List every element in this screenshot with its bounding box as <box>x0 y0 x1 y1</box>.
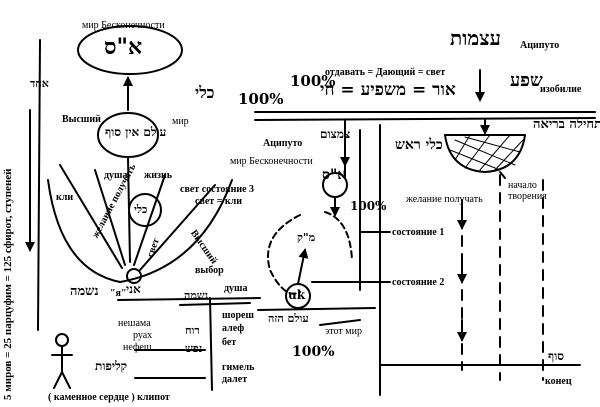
arrow-nachalo <box>499 171 506 179</box>
ray-mid-right <box>133 174 166 266</box>
olam-haze-handwriting: עולם הזה <box>268 312 309 325</box>
label-ya: "я" <box>110 288 127 299</box>
label-mir-beskonechnosti-mid: мир Бесконечности <box>230 156 313 167</box>
percent-100-a: 100% <box>238 90 284 108</box>
label-sostoyanie1: состояние 1 <box>392 227 445 238</box>
tzimtzum-handwriting: צמצום <box>320 127 351 141</box>
ahad-handwriting: אחד <box>30 77 49 90</box>
label-svet-sostoyanie3: свет состояние 3 <box>180 184 255 195</box>
ok-mid-handwriting: א"ס <box>322 167 347 183</box>
basket-kli <box>444 134 526 173</box>
kli-small-circle <box>128 193 162 227</box>
percent-100-b: 100% <box>290 72 336 90</box>
horizontal-line-top2 <box>254 117 596 121</box>
ray-mid-left <box>94 169 126 266</box>
big-arc <box>47 179 233 283</box>
label-etot-mir: этот мир <box>325 326 362 337</box>
label-alef: алеф <box>222 323 245 334</box>
ok-top-handwriting: א"ס <box>104 34 143 60</box>
ein-sof-ellipse <box>77 25 183 75</box>
label-mir: мир <box>172 116 189 127</box>
label-dusha-low: душа <box>224 283 248 294</box>
dashed-cycle <box>267 214 301 295</box>
ruach-handwriting: רוח <box>185 324 200 337</box>
stick-figure-leg-l <box>53 371 63 389</box>
dashed-cycle-right <box>324 211 353 261</box>
ani-handwriting: אני <box>126 282 141 296</box>
uk-handwriting: uk <box>288 288 306 302</box>
kli-big-handwriting: כלי <box>134 203 148 216</box>
atzmuto-handwriting: עצמות <box>450 26 501 50</box>
label-otdavat: отдавать = Дающий = свет <box>325 67 446 78</box>
label-zhizn: жизнь <box>144 170 173 181</box>
label-dusha: душа <box>104 170 128 181</box>
mk-handwriting: מ"ק <box>297 231 316 244</box>
basket-mesh <box>449 134 524 171</box>
left-vertical-line <box>37 39 41 331</box>
olam-ein-sof-handwriting: עולם אין סוף <box>105 125 167 139</box>
label-izobilie: изобилие <box>540 84 582 95</box>
label-neshama: нешама <box>118 318 151 329</box>
etot-mir-line <box>257 307 376 311</box>
ladder-stem <box>209 297 213 391</box>
tehila-handwriting: תחילה בריאה <box>533 117 600 132</box>
nafsh-handwriting: נשמה <box>184 289 209 302</box>
label-vybor: выбор <box>195 265 224 276</box>
kli-top-handwriting: כלי <box>195 83 215 102</box>
nafshi-handwriting: נשמה <box>70 284 99 299</box>
label-sostoyanie2: состояние 2 <box>392 277 445 288</box>
ya-circle <box>126 268 142 284</box>
label-dalet: далет <box>222 374 248 385</box>
pointer-etot-mir <box>319 319 361 326</box>
stick-figure-leg-r <box>61 371 71 389</box>
ray-left <box>59 164 123 269</box>
label-svet-kli: свет = кли <box>195 196 243 207</box>
label-kli: кли <box>56 192 74 203</box>
shefa-handwriting: שפע <box>510 70 543 91</box>
label-vysshiy: Высший <box>62 114 101 125</box>
label-nefesh: нефеш <box>123 342 152 353</box>
label-gimel: гимель <box>222 362 255 373</box>
klipot-handwriting: קליפות <box>95 359 128 373</box>
ladder-line-1 <box>117 297 261 301</box>
label-mir-beskonechnosti-top: мир Бесконечности <box>82 20 165 31</box>
label-nachalo-tvoreniya: начало творения <box>508 180 547 202</box>
percent-100-c: 100% <box>350 199 387 213</box>
kli-rosh-handwriting: כלי ראש <box>395 137 443 153</box>
side-caption: 5 миров = 25 парцуфим = 125 сфирот, ступ… <box>2 168 14 400</box>
sof-handwriting: סוף <box>548 349 565 363</box>
label-kamennoe: ( каменное сердце ) клипот <box>48 392 170 403</box>
label-shoresh: шореш <box>222 310 254 321</box>
ohr-mashpia-handwriting: אור = משפיע = חי <box>320 80 456 100</box>
arrow-uk-up <box>297 248 309 285</box>
ladder-line-top <box>179 302 251 306</box>
label-zhelanie-poluchat: желание получать <box>406 194 483 205</box>
stick-figure-head <box>55 333 69 347</box>
percent-100-d: 100% <box>292 344 335 360</box>
ray-right <box>139 184 216 271</box>
label-bet: бет <box>222 337 237 348</box>
label-ruah: руах <box>133 330 153 341</box>
nefesh-handwriting: נפש <box>185 342 203 355</box>
label-konec: конец <box>545 376 572 387</box>
label-aigupo-top: Аципуто <box>520 40 560 51</box>
label-aigupo-mid: Аципуто <box>263 138 303 149</box>
